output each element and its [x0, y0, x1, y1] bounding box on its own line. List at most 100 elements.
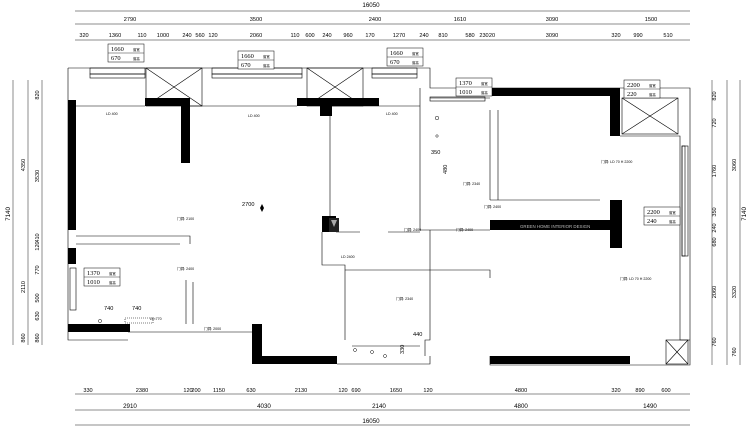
- window-width: 2200: [647, 209, 660, 216]
- room-label: LD:770: [150, 317, 162, 321]
- dim-bottom-row2-item: 1490: [643, 403, 657, 410]
- dim-bottom-row1-item: 690: [351, 388, 360, 394]
- wall-top-right: [490, 88, 620, 96]
- wall-right-pier: [610, 88, 620, 136]
- dim-top-row2-item: 810: [438, 33, 447, 39]
- dim-top-row1-item: 3090: [546, 17, 558, 23]
- room-label: 门洞: 2400: [404, 227, 421, 232]
- window-width: 1370: [459, 80, 472, 87]
- wall-top-2: [181, 98, 190, 163]
- dim-bottom-row2: 2910 4030 2140 4800 1490: [123, 403, 657, 410]
- compass-icon: [260, 204, 264, 212]
- dim-bottom-row1-item: 200: [191, 388, 200, 394]
- room-label: 门洞: 2340: [463, 181, 480, 186]
- wall-divider: [490, 220, 610, 230]
- fixture-icons: [98, 115, 440, 358]
- dim-top-row2: 320 1360 110 1000 240 560 120 2060 110 6…: [79, 33, 672, 39]
- dim-top-row2-item: 960: [343, 33, 352, 39]
- dim-right-detail: 2060: [712, 286, 718, 298]
- window-width: 1660: [111, 46, 124, 53]
- dim-bottom-total: 16050: [362, 418, 380, 425]
- fixture-icon: [353, 348, 357, 352]
- dim-right-detail: 760: [712, 337, 718, 346]
- dim-top-total: 16050: [362, 2, 380, 9]
- dim-left: 7140 4350 2110 860 820 3530 410 120 770 …: [5, 90, 41, 342]
- window-width: 1660: [390, 50, 403, 57]
- dim-bottom-row2-item: 2140: [372, 403, 386, 410]
- window-height-unit: 窗高: [669, 219, 676, 224]
- fixture-icon: [434, 115, 440, 121]
- dim-top-row2-item: 120: [208, 33, 217, 39]
- wall-bottom-right: [490, 356, 630, 364]
- dim-bottom-row2-item: 4030: [257, 403, 271, 410]
- window-width-unit: 窗宽: [669, 210, 676, 215]
- dim-top-row1-item: 2400: [369, 17, 381, 23]
- window-height: 670: [111, 55, 121, 62]
- small-measure: 740: [132, 306, 141, 312]
- fixture-icon: [98, 319, 102, 323]
- dim-left-inner: 4350: [21, 159, 27, 171]
- window-height-unit: 窗高: [133, 56, 140, 61]
- wall-left-lower: [68, 248, 76, 264]
- dim-bottom-row2-item: 2910: [123, 403, 137, 410]
- room-label: 门洞: 2400: [177, 266, 194, 271]
- window-height-unit: 窗高: [109, 280, 116, 285]
- dim-top-row2-item: 240: [182, 33, 191, 39]
- dim-right-detail: 240: [712, 223, 718, 232]
- wall-top-4: [320, 98, 332, 116]
- small-measure: 740: [104, 306, 113, 312]
- window-height: 220: [627, 91, 637, 98]
- dim-top-row2-item: 3090: [546, 33, 558, 39]
- dim-left-detail: 500: [35, 293, 41, 302]
- dim-right: 7140 3060 3320 760 820 720 1760 350 240 …: [712, 91, 748, 356]
- dim-top-row2-item: 170: [365, 33, 374, 39]
- window-width-unit: 窗宽: [412, 51, 419, 56]
- plan-fill-black: [68, 88, 630, 364]
- window-width: 2200: [627, 82, 640, 89]
- plan-outline: [67, 67, 691, 366]
- dim-top-row1-item: 1500: [645, 17, 657, 23]
- window-height: 1010: [459, 89, 472, 96]
- small-measure: 330: [400, 345, 406, 354]
- dim-top-row2-item: 580: [465, 33, 474, 39]
- wall-divider-end: [610, 200, 622, 248]
- dim-bottom-row1-item: 120: [423, 388, 432, 394]
- window-tag: 1660 窗宽 670 窗高: [237, 50, 275, 70]
- wall-bottom-left: [68, 324, 130, 332]
- dim-lines: [12, 10, 741, 426]
- dim-left-inner: 2110: [21, 281, 27, 293]
- dim-left-detail: 860: [35, 333, 41, 342]
- dim-top-row2-item: 20: [489, 33, 495, 39]
- dim-bottom-row1-item: 890: [635, 388, 644, 394]
- window-tag: 1660 窗宽 670 窗高: [386, 47, 424, 67]
- room-label: LD 2400: [341, 255, 355, 259]
- dim-right-inner: 3320: [732, 286, 738, 298]
- room-label: LD 400: [386, 112, 398, 116]
- window-width-unit: 窗宽: [481, 81, 488, 86]
- dim-top-row2-item: 1000: [157, 33, 169, 39]
- window-width: 1660: [241, 53, 254, 60]
- dim-top-row2-item: 600: [305, 33, 314, 39]
- window-height: 670: [241, 62, 251, 69]
- window-tag: 1660 窗宽 670 窗高: [107, 43, 145, 63]
- dim-bottom-row1-item: 4800: [515, 388, 527, 394]
- dim-top-row2-item: 1360: [109, 33, 121, 39]
- dim-top-row1-item: 3500: [250, 17, 262, 23]
- fixture-icon: [370, 350, 374, 354]
- small-measure: 440: [413, 332, 422, 338]
- dim-top-row2-item: 240: [419, 33, 428, 39]
- dim-top-row2-item: 560: [195, 33, 204, 39]
- dim-top-row2-item: 320: [611, 33, 620, 39]
- dim-right-detail: 1760: [712, 165, 718, 177]
- dim-right-detail: 720: [712, 118, 718, 127]
- window-width-unit: 窗宽: [109, 271, 116, 276]
- dim-left-detail: 120: [35, 241, 41, 250]
- dim-right-inner: 3060: [732, 159, 738, 171]
- window-tag: 1370 窗宽 1010 窗高: [83, 267, 121, 287]
- dim-bottom-row1-item: 120: [183, 388, 192, 394]
- dim-left-inner: 860: [21, 333, 27, 342]
- mid-measure: 2700: [242, 202, 254, 208]
- dim-right-detail: 350: [712, 207, 718, 216]
- window-height: 1010: [87, 279, 100, 286]
- dim-top-row2-item: 2060: [250, 33, 262, 39]
